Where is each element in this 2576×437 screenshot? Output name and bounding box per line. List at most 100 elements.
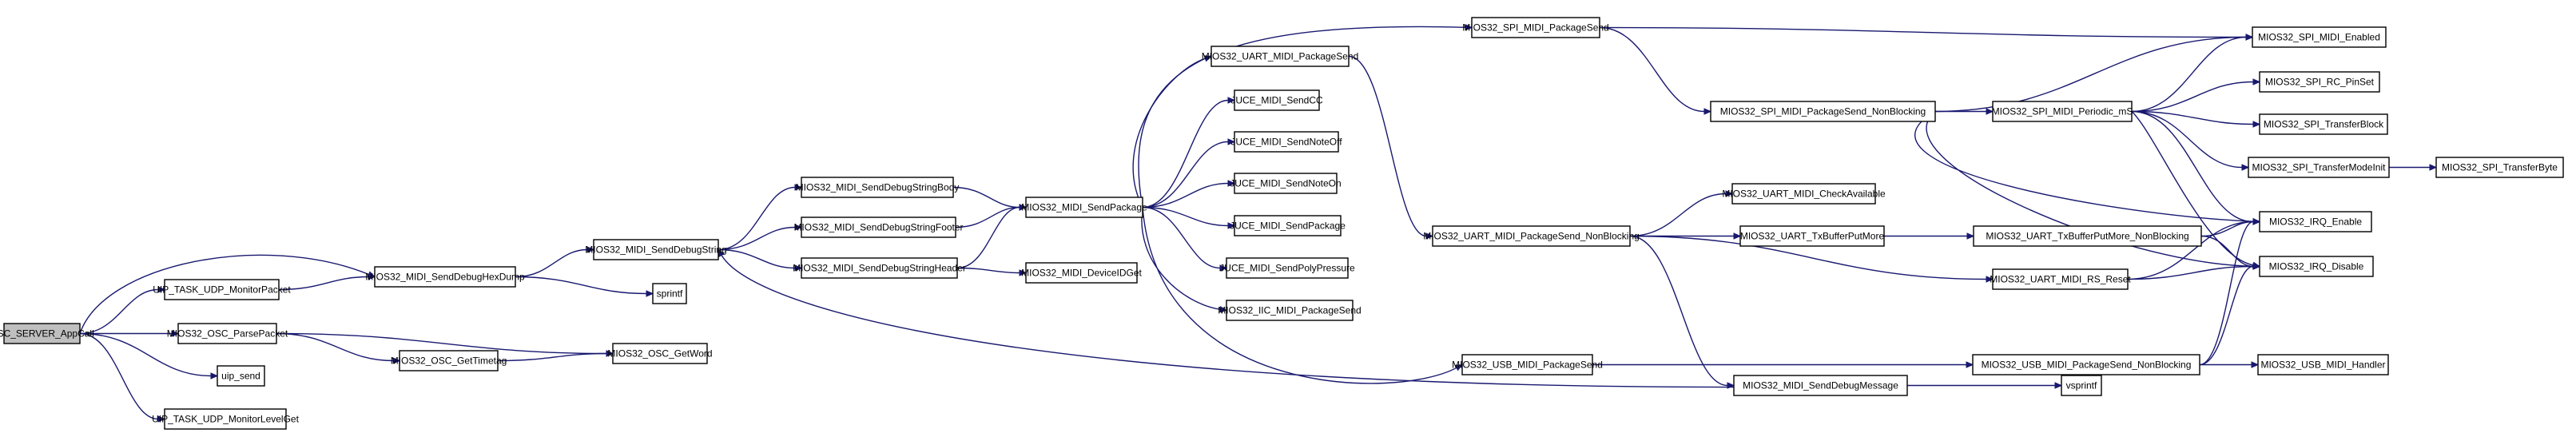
node-box bbox=[1733, 375, 1908, 396]
edge-mios32-usb-midi-packagesend-nonblocking-to-mios32-irq-disable bbox=[2199, 263, 2261, 366]
edge-line bbox=[721, 255, 1908, 388]
node-label: MIOS32_MIDI_SendDebugHexDump bbox=[365, 272, 525, 283]
edge-mios32-midi-sendpackage-to-juce-midi-sendpolypressure bbox=[1142, 206, 1228, 272]
node-mios32-midi-senddebugstringbody[interactable]: MIOS32_MIDI_SendDebugStringBody bbox=[796, 177, 960, 198]
node-juce-midi-sendnoteon[interactable]: JUCE_MIDI_SendNoteOn bbox=[1230, 173, 1342, 194]
node-box bbox=[1234, 215, 1342, 236]
node-mios32-uart-txbufferputmore[interactable]: MIOS32_UART_TxBufferPutMore bbox=[1739, 225, 1885, 247]
node-mios32-usb-midi-packagesend[interactable]: MIOS32_USB_MIDI_PackageSend bbox=[1452, 354, 1603, 375]
node-box bbox=[164, 408, 287, 430]
node-mios32-spi-transferblock[interactable]: MIOS32_SPI_TransferBlock bbox=[2259, 113, 2388, 135]
node-juce-midi-sendnoteoff[interactable]: JUCE_MIDI_SendNoteOff bbox=[1230, 131, 1342, 153]
node-sprintf[interactable]: sprintf bbox=[652, 283, 687, 304]
node-label: JUCE_MIDI_SendNoteOff bbox=[1230, 137, 1342, 148]
node-box bbox=[3, 323, 81, 344]
node-box bbox=[1731, 183, 1876, 205]
node-mios32-uart-midi-rs-reset[interactable]: MIOS32_UART_MIDI_RS_Reset bbox=[1990, 268, 2131, 290]
edge-line bbox=[79, 288, 159, 335]
node-uip-task-udp-monitorlevelget[interactable]: UIP_TASK_UDP_MonitorLevelGet bbox=[152, 408, 300, 430]
node-juce-midi-sendcc[interactable]: JUCE_MIDI_SendCC bbox=[1230, 89, 1323, 111]
node-mios32-spi-midi-packagesend[interactable]: MIOS32_SPI_MIDI_PackageSend bbox=[1462, 17, 1609, 38]
node-mios32-midi-sendpackage[interactable]: MIOS32_MIDI_SendPackage bbox=[1021, 197, 1147, 218]
edge-mios32-uart-txbufferputmore-to-mios32-uart-txbufferputmore-nonblocking bbox=[1884, 232, 1975, 240]
node-mios32-uart-midi-checkavailable[interactable]: MIOS32_UART_MIDI_CheckAvailable bbox=[1722, 183, 1886, 205]
node-mios32-midi-senddebugstring[interactable]: MIOS32_MIDI_SendDebugString bbox=[585, 239, 727, 260]
node-mios32-usb-midi-handler[interactable]: MIOS32_USB_MIDI_Handler bbox=[2257, 354, 2389, 375]
arrow-head bbox=[1725, 190, 1734, 197]
node-juce-midi-sendpackage[interactable]: JUCE_MIDI_SendPackage bbox=[1230, 215, 1346, 236]
edge-line bbox=[952, 186, 1020, 209]
edge-line bbox=[1142, 99, 1229, 209]
edge-mios32-usb-midi-packagesend-nonblocking-to-mios32-usb-midi-handler bbox=[2200, 361, 2260, 368]
node-mios32-irq-enable[interactable]: MIOS32_IRQ_Enable bbox=[2259, 211, 2372, 232]
node-label: MIOS32_UART_MIDI_CheckAvailable bbox=[1722, 189, 1886, 200]
arrow-head bbox=[794, 224, 803, 231]
arrow-head bbox=[2251, 361, 2260, 368]
node-label: JUCE_MIDI_SendPackage bbox=[1230, 220, 1346, 232]
node-box bbox=[1025, 197, 1143, 218]
edge-line bbox=[1629, 235, 1728, 387]
node-label: MIOS32_SPI_TransferBlock bbox=[2264, 119, 2384, 130]
node-mios32-spi-transfermodeinit[interactable]: MIOS32_SPI_TransferModeInit bbox=[2248, 157, 2390, 178]
node-mios32-uart-midi-packagesend[interactable]: MIOS32_UART_MIDI_PackageSend bbox=[1202, 46, 1359, 67]
node-mios32-irq-disable[interactable]: MIOS32_IRQ_Disable bbox=[2259, 256, 2374, 277]
node-box bbox=[1471, 17, 1600, 38]
node-box bbox=[593, 239, 719, 260]
edge-line bbox=[2199, 220, 2254, 366]
arrow-head bbox=[1465, 24, 1473, 31]
node-mios32-midi-senddebugstringheader[interactable]: MIOS32_MIDI_SendDebugStringHeader bbox=[793, 257, 966, 279]
edge-line bbox=[1142, 207, 1457, 384]
node-box bbox=[612, 343, 708, 364]
node-label: JUCE_MIDI_SendNoteOn bbox=[1230, 178, 1341, 189]
edge-line bbox=[276, 332, 607, 355]
node-label: MIOS32_SPI_MIDI_PackageSend_NonBlocking bbox=[1720, 106, 1926, 117]
node-mios32-usb-midi-packagesend-nonblocking[interactable]: MIOS32_USB_MIDI_PackageSend_NonBlocking bbox=[1972, 354, 2200, 375]
node-box bbox=[801, 217, 956, 238]
arrow-head bbox=[1219, 264, 1228, 272]
edge-line bbox=[718, 226, 796, 251]
node-juce-midi-sendpolypressure[interactable]: JUCE_MIDI_SendPolyPressure bbox=[1219, 257, 1355, 279]
node-mios32-osc-gettimetag[interactable]: MIOS32_OSC_GetTimetag bbox=[391, 350, 507, 371]
edge-line bbox=[515, 248, 588, 278]
node-label: MIOS32_MIDI_SendDebugString bbox=[585, 244, 726, 256]
edge-line bbox=[1914, 110, 2254, 222]
node-mios32-iic-midi-packagesend[interactable]: MIOS32_IIC_MIDI_PackageSend bbox=[1218, 300, 1362, 321]
node-mios32-spi-transferbyte[interactable]: MIOS32_SPI_TransferByte bbox=[2435, 157, 2564, 178]
node-label: UIP_TASK_UDP_MonitorLevelGet bbox=[152, 414, 300, 425]
node-label: vsprintf bbox=[2066, 380, 2097, 391]
arrow-head bbox=[2429, 164, 2438, 171]
node-uip-send[interactable]: uip_send bbox=[217, 365, 265, 387]
node-mios32-spi-rc-pinset[interactable]: MIOS32_SPI_RC_PinSet bbox=[2259, 71, 2380, 93]
edge-line bbox=[1138, 26, 1466, 208]
node-mios32-spi-midi-enabled[interactable]: MIOS32_SPI_MIDI_Enabled bbox=[2252, 26, 2387, 48]
node-mios32-spi-midi-packagesend-nonblocking[interactable]: MIOS32_SPI_MIDI_PackageSend_NonBlocking bbox=[1710, 101, 1936, 122]
node-uip-task-udp-monitorpacket[interactable]: UIP_TASK_UDP_MonitorPacket bbox=[153, 279, 291, 300]
node-label: MIOS32_SPI_MIDI_Periodic_mS bbox=[1992, 106, 2133, 117]
node-box bbox=[1234, 89, 1320, 111]
node-box bbox=[801, 177, 954, 198]
node-mios32-osc-getword[interactable]: MIOS32_OSC_GetWord bbox=[607, 343, 713, 364]
node-mios32-midi-senddebughexdump[interactable]: MIOS32_MIDI_SendDebugHexDump bbox=[365, 266, 525, 288]
edge-mios32-midi-senddebugstring-to-mios32-midi-senddebugstringheader bbox=[718, 248, 803, 272]
node-mios32-uart-txbufferputmore-nonblocking[interactable]: MIOS32_UART_TxBufferPutMore_NonBlocking bbox=[1973, 225, 2202, 247]
edge-line bbox=[276, 332, 394, 362]
edge-line bbox=[2200, 235, 2254, 268]
edge-mios32-spi-midi-periodic-ms-to-mios32-irq-enable bbox=[2131, 110, 2261, 225]
node-mios32-midi-senddebugmessage[interactable]: MIOS32_MIDI_SendDebugMessage bbox=[1733, 375, 1908, 396]
arrow-head bbox=[1227, 97, 1236, 104]
node-mios32-spi-midi-periodic-ms[interactable]: MIOS32_SPI_MIDI_Periodic_mS bbox=[1992, 101, 2133, 122]
node-mios32-osc-parsepacket[interactable]: MIOS32_OSC_ParsePacket bbox=[167, 323, 288, 344]
node-osc-server-appcall[interactable]: OSC_SERVER_AppCall bbox=[0, 323, 94, 344]
node-vsprintf[interactable]: vsprintf bbox=[2061, 375, 2102, 396]
node-mios32-uart-midi-packagesend-nonblocking[interactable]: MIOS32_UART_MIDI_PackageSend_NonBlocking bbox=[1423, 225, 1640, 247]
node-label: MIOS32_SPI_TransferModeInit bbox=[2252, 162, 2387, 173]
arrow-head bbox=[1986, 108, 1994, 115]
node-box bbox=[2061, 375, 2102, 396]
node-box bbox=[2248, 157, 2390, 178]
node-mios32-midi-deviceidget[interactable]: MIOS32_MIDI_DeviceIDGet bbox=[1021, 262, 1143, 284]
node-mios32-midi-senddebugstringfooter[interactable]: MIOS32_MIDI_SendDebugStringFooter bbox=[793, 217, 964, 238]
arrow-head bbox=[157, 415, 166, 423]
edge-line bbox=[2131, 81, 2254, 113]
edge-line bbox=[1934, 36, 2247, 113]
node-label: MIOS32_USB_MIDI_Handler bbox=[2260, 360, 2385, 371]
